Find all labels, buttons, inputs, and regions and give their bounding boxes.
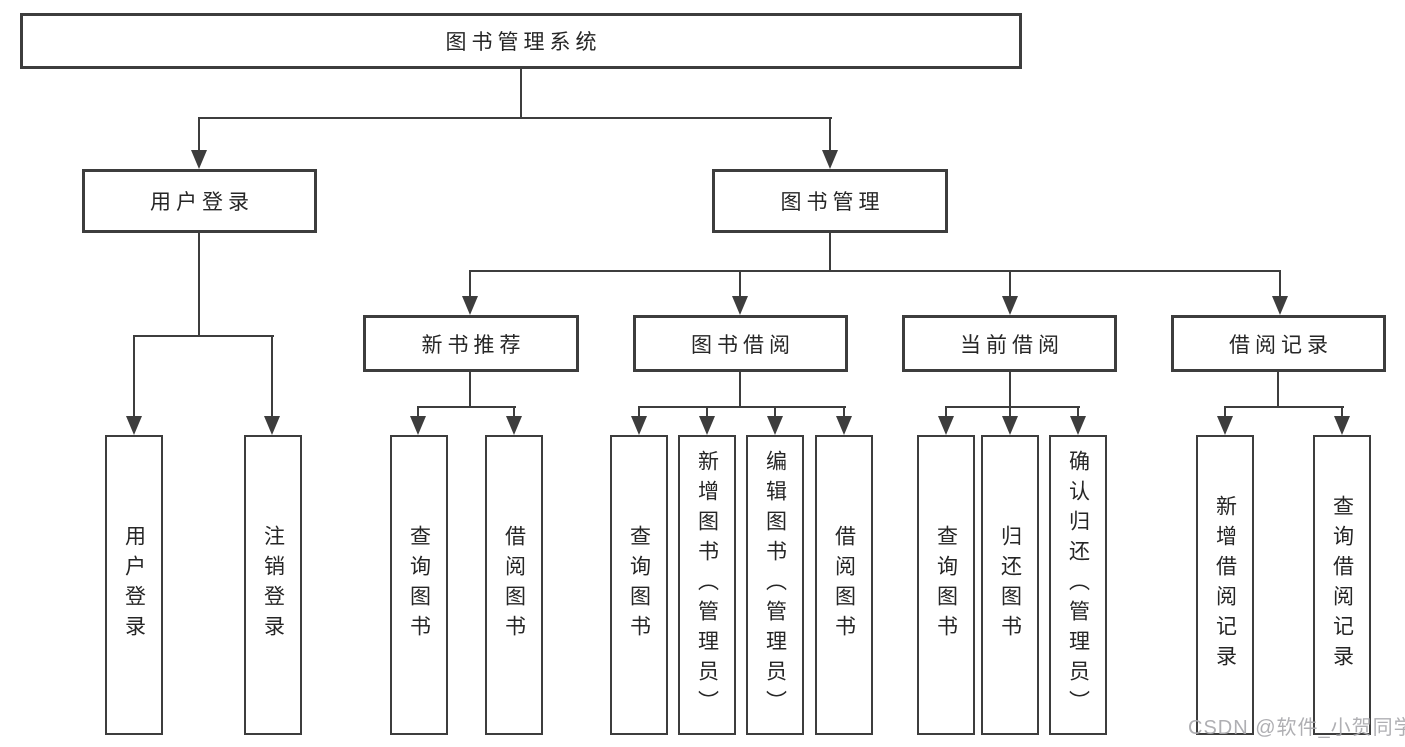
connector-vline (1077, 406, 1079, 420)
leaf-query-borrow-record-label: 查询借阅记录 (1330, 495, 1354, 675)
arrow-down-icon (1272, 296, 1288, 315)
arrow-down-icon (836, 416, 852, 435)
leaf-borrow-books-borrowing: 借阅图书 (815, 435, 873, 735)
leaf-query-books-borrowing-label: 查询图书 (627, 525, 651, 645)
connector-hline (133, 335, 274, 337)
leaf-query-borrow-record: 查询借阅记录 (1313, 435, 1371, 735)
connector-vline (133, 335, 135, 419)
connector-hline (417, 406, 516, 408)
connector-vline (739, 372, 741, 408)
connector-vline (1009, 270, 1011, 298)
leaf-query-books-current-label: 查询图书 (934, 525, 958, 645)
arrow-down-icon (264, 416, 280, 435)
leaf-edit-book-admin: 编辑图书（管理员） (746, 435, 804, 735)
connector-vline (469, 372, 471, 408)
leaf-add-borrow-record: 新增借阅记录 (1196, 435, 1254, 735)
leaf-borrow-books-recommend: 借阅图书 (485, 435, 543, 735)
connector-vline (198, 117, 200, 153)
arrow-down-icon (1334, 416, 1350, 435)
connector-vline (469, 270, 471, 298)
leaf-logout-login-label: 注销登录 (261, 525, 285, 645)
connector-vline (1279, 270, 1281, 298)
connector-vline (198, 233, 200, 337)
leaf-logout-login: 注销登录 (244, 435, 302, 735)
connector-vline (1009, 372, 1011, 408)
node-book-borrowing-label: 图书借阅 (691, 333, 795, 357)
node-borrowing-records: 借阅记录 (1171, 315, 1386, 372)
node-root: 图书管理系统 (20, 13, 1022, 69)
node-new-book-recommendation-label: 新书推荐 (421, 333, 526, 357)
connector-vline (513, 406, 515, 420)
connector-vline (1341, 406, 1343, 420)
connector-hline (198, 117, 832, 119)
leaf-query-books-borrowing: 查询图书 (610, 435, 668, 735)
connector-vline (1224, 406, 1226, 420)
arrow-down-icon (410, 416, 426, 435)
arrow-down-icon (1002, 416, 1018, 435)
arrow-down-icon (191, 150, 207, 169)
connector-vline (706, 406, 708, 420)
leaf-query-books-recommend: 查询图书 (390, 435, 448, 735)
leaf-borrow-books-recommend-label: 借阅图书 (502, 525, 526, 645)
leaf-edit-book-admin-label: 编辑图书（管理员） (763, 450, 787, 720)
arrow-down-icon (1217, 416, 1233, 435)
node-book-management: 图书管理 (712, 169, 948, 233)
connector-vline (1277, 372, 1279, 408)
leaf-user-login: 用户登录 (105, 435, 163, 735)
node-new-book-recommendation: 新书推荐 (363, 315, 579, 372)
arrow-down-icon (631, 416, 647, 435)
connector-vline (739, 270, 741, 298)
leaf-query-books-recommend-label: 查询图书 (407, 525, 431, 645)
connector-vline (774, 406, 776, 420)
arrow-down-icon (732, 296, 748, 315)
arrow-down-icon (767, 416, 783, 435)
leaf-borrow-books-borrowing-label: 借阅图书 (832, 525, 856, 645)
node-book-borrowing: 图书借阅 (633, 315, 848, 372)
connector-vline (843, 406, 845, 420)
node-user-login-label: 用户登录 (150, 191, 254, 214)
arrow-down-icon (938, 416, 954, 435)
node-book-management-label: 图书管理 (780, 191, 885, 214)
leaf-add-borrow-record-label: 新增借阅记录 (1213, 495, 1237, 675)
arrow-down-icon (822, 150, 838, 169)
arrow-down-icon (699, 416, 715, 435)
arrow-down-icon (1002, 296, 1018, 315)
leaf-query-books-current: 查询图书 (917, 435, 975, 735)
connector-vline (520, 69, 522, 117)
leaf-user-login-label: 用户登录 (122, 525, 146, 645)
leaf-return-books: 归还图书 (981, 435, 1039, 735)
connector-hline (469, 270, 1281, 272)
connector-hline (1224, 406, 1344, 408)
connector-vline (417, 406, 419, 420)
watermark: CSDN @软件_小贺同学 (1188, 717, 1405, 739)
leaf-confirm-return-admin-label: 确认归还（管理员） (1066, 450, 1090, 720)
connector-vline (638, 406, 640, 420)
node-user-login: 用户登录 (82, 169, 317, 233)
connector-hline (638, 406, 846, 408)
connector-vline (945, 406, 947, 420)
arrow-down-icon (462, 296, 478, 315)
leaf-add-book-admin: 新增图书（管理员） (678, 435, 736, 735)
connector-hline (945, 406, 1080, 408)
leaf-return-books-label: 归还图书 (998, 525, 1022, 645)
arrow-down-icon (126, 416, 142, 435)
leaf-confirm-return-admin: 确认归还（管理员） (1049, 435, 1107, 735)
node-current-borrowing: 当前借阅 (902, 315, 1117, 372)
connector-vline (829, 233, 831, 272)
connector-vline (829, 117, 831, 153)
connector-vline (271, 335, 273, 419)
leaf-add-book-admin-label: 新增图书（管理员） (695, 450, 719, 720)
node-current-borrowing-label: 当前借阅 (960, 333, 1064, 357)
node-borrowing-records-label: 借阅记录 (1229, 333, 1333, 357)
arrow-down-icon (1070, 416, 1086, 435)
node-root-label: 图书管理系统 (445, 31, 602, 54)
connector-vline (1009, 406, 1011, 420)
arrow-down-icon (506, 416, 522, 435)
